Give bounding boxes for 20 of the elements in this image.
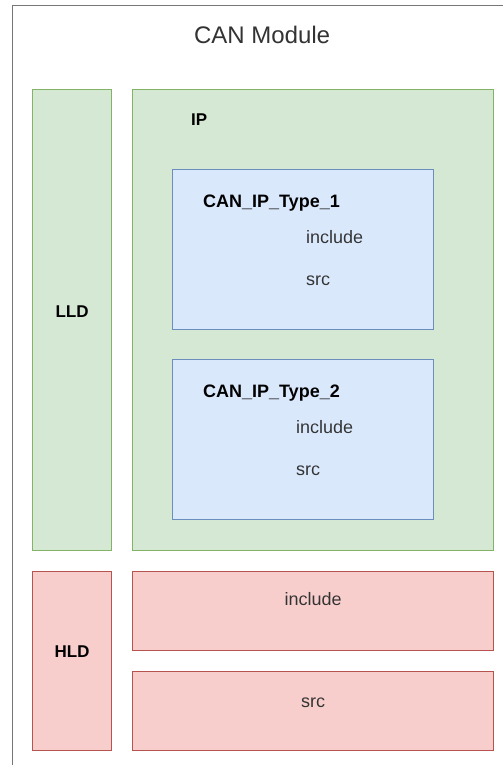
box-title: LLD (54, 302, 90, 322)
group-box (32, 571, 112, 751)
box-title: include (283, 589, 343, 610)
folder-box (172, 359, 434, 520)
box-title: CAN_IP_Type_2 (203, 381, 340, 402)
folder-box (132, 571, 494, 651)
box-title: HLD (54, 642, 90, 662)
box-title: IP (191, 110, 208, 130)
folder-label: include (306, 227, 364, 248)
folder-box (172, 169, 434, 330)
folder-label: src (296, 459, 320, 480)
box-title: CAN_IP_Type_1 (203, 191, 340, 212)
module-frame (12, 5, 503, 765)
box-title: CAN Module (192, 22, 332, 50)
group-box (132, 89, 494, 551)
folder-label: include (296, 417, 354, 438)
folder-label: src (306, 269, 330, 290)
box-title: src (300, 691, 326, 712)
group-box (32, 89, 112, 551)
folder-box (132, 671, 494, 751)
